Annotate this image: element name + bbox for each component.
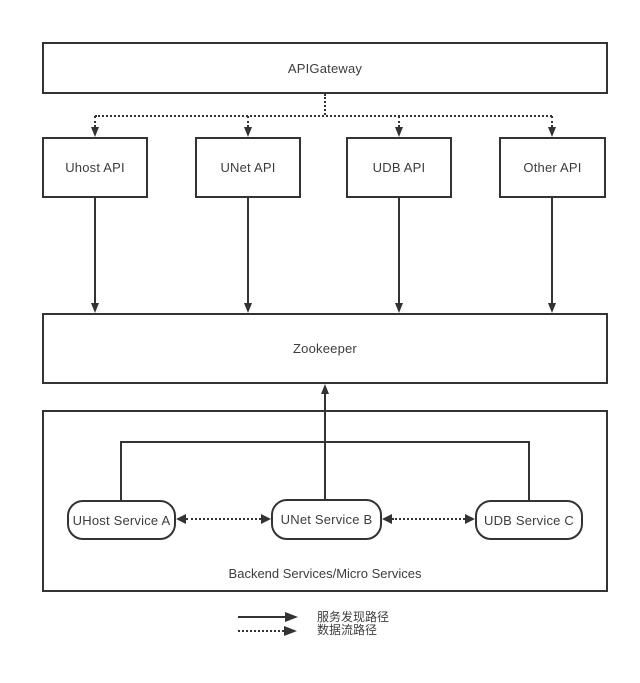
arrow-down-icon	[91, 127, 99, 137]
node-uhost-service-a: UHost Service A	[67, 500, 176, 540]
legend-label-service-discovery: 服务发现路径	[317, 610, 390, 624]
gateway-fanout-bus-line	[95, 115, 552, 117]
legend-dotted-arrow-icon	[238, 630, 284, 632]
service-b-c-data-flow-line	[392, 518, 465, 520]
legend-label-data-flow: 数据流路径	[317, 623, 378, 637]
arrow-down-icon	[548, 127, 556, 137]
legend-solid-arrow-icon	[238, 616, 285, 618]
node-unet-api: UNet API	[195, 137, 301, 198]
arrow-down-icon	[244, 303, 252, 313]
arrow-left-icon	[382, 514, 392, 524]
service-a-up-line	[120, 441, 122, 501]
api-to-zookeeper-line-3	[398, 198, 400, 304]
backend-container	[42, 410, 608, 592]
node-apigateway: APIGateway	[42, 42, 608, 94]
fanout-drop-line-4	[551, 116, 553, 127]
arrow-down-icon	[395, 127, 403, 137]
service-bus-line	[120, 441, 530, 443]
legend-dotted-arrowhead-icon	[284, 626, 297, 636]
arrow-left-icon	[176, 514, 186, 524]
arrow-up-icon	[321, 384, 329, 394]
arrow-right-icon	[465, 514, 475, 524]
arrow-down-icon	[244, 127, 252, 137]
fanout-drop-line-3	[398, 116, 400, 127]
node-udb-service-c: UDB Service C	[475, 500, 583, 540]
backend-label: Backend Services/Micro Services	[228, 566, 422, 581]
node-uhost-api: Uhost API	[42, 137, 148, 198]
api-to-zookeeper-line-4	[551, 198, 553, 304]
service-c-up-line	[528, 441, 530, 501]
fanout-drop-line-2	[247, 116, 249, 127]
legend-solid-arrowhead-icon	[285, 612, 298, 622]
api-to-zookeeper-line-2	[247, 198, 249, 304]
arrow-down-icon	[548, 303, 556, 313]
node-udb-api: UDB API	[346, 137, 452, 198]
node-zookeeper: Zookeeper	[42, 313, 608, 384]
arrow-right-icon	[261, 514, 271, 524]
node-unet-service-b: UNet Service B	[271, 499, 382, 540]
arrow-down-icon	[395, 303, 403, 313]
api-to-zookeeper-line-1	[94, 198, 96, 304]
service-a-b-data-flow-line	[186, 518, 261, 520]
node-other-api: Other API	[499, 137, 606, 198]
services-to-zookeeper-line	[324, 393, 326, 500]
gateway-fanout-stem-line	[324, 94, 326, 115]
arrow-down-icon	[91, 303, 99, 313]
fanout-drop-line-1	[94, 116, 96, 127]
